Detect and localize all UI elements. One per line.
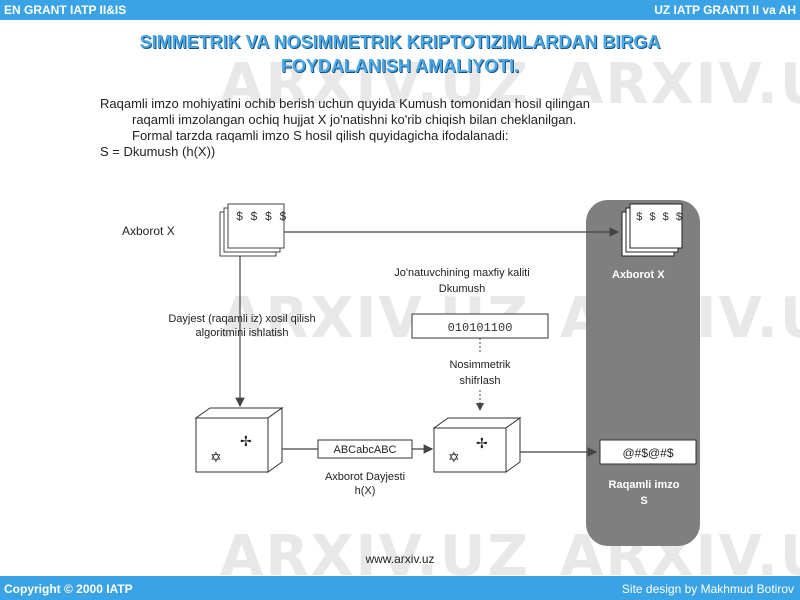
axborot-label-left: Axborot X xyxy=(122,224,175,238)
receiver-panel xyxy=(586,200,700,546)
sender-key-line-1: Jo'natuvchining maxfiy kaliti xyxy=(394,267,529,279)
site-url: www.arxiv.uz xyxy=(365,552,435,566)
document-stack-left: $ $ $ $ xyxy=(219,203,286,257)
key-bits-box xyxy=(411,313,549,339)
cross-icon: ✢ xyxy=(476,435,488,451)
design-credit: Site design by Makhmud Botirov xyxy=(621,582,794,596)
digest-value: ABCabcABC xyxy=(334,444,397,456)
header-right: UZ IATP GRANTI II va AH xyxy=(654,3,796,17)
star-icon: ✡ xyxy=(448,449,460,465)
signature-label-line-1: Raqamli imzo xyxy=(609,479,680,491)
hash-function-box: ✡ ✢ xyxy=(194,407,284,473)
signature-box xyxy=(599,439,697,465)
title-line-1: SIMMETRIK VA NOSIMMETRIK KRIPTOTIZIMLARD… xyxy=(139,32,661,52)
nosim-line-1: Nosimmetrik xyxy=(449,359,511,371)
key-bits-value: 010101100 xyxy=(448,321,513,335)
digest-label-line-1: Axborot Dayjesti xyxy=(325,471,405,483)
slide-title: SIMMETRIK VA NOSIMMETRIK KRIPTOTIZIMLARD… xyxy=(20,30,780,78)
hash-algo-line-2: algoritmini ishlatish xyxy=(196,327,289,339)
axborot-label-right: Axborot X xyxy=(612,269,665,281)
sender-key-line-2: Dkumush xyxy=(439,283,485,295)
nosim-line-2: shifrlash xyxy=(460,375,501,387)
document-glyphs-left: $ $ $ $ xyxy=(236,210,286,224)
body-line-2: raqamli imzolangan ochiq hujjat X jo'nat… xyxy=(132,112,577,127)
cross-icon: ✢ xyxy=(240,433,252,449)
star-icon: ✡ xyxy=(210,449,222,465)
body-formula: S = Dkumush (h(X)) xyxy=(100,144,216,159)
title-line-2: FOYDALANISH AMALIYOTI. xyxy=(280,56,520,76)
signature-value: @#$@#$ xyxy=(622,446,673,460)
header-left: EN GRANT IATP II&IS xyxy=(4,3,127,17)
signature-label-line-2: S xyxy=(640,495,647,507)
body-paragraph: Raqamli imzo mohiyatini ochib berish uch… xyxy=(100,96,740,160)
body-line-1: Raqamli imzo mohiyatini ochib berish uch… xyxy=(100,96,590,111)
bottom-banner: Copyright © 2000 IATP Site design by Mak… xyxy=(0,576,800,600)
top-banner: EN GRANT IATP II&IS UZ IATP GRANTI II va… xyxy=(0,0,800,20)
document-glyphs-right: $ $ $ $ xyxy=(636,212,683,224)
encryption-box: ✡ ✢ xyxy=(432,417,522,473)
body-line-3: Formal tarzda raqamli imzo S hosil qilis… xyxy=(132,128,509,143)
document-stack-right: $ $ $ $ xyxy=(621,203,683,257)
copyright-text: Copyright © 2000 IATP xyxy=(4,582,133,596)
hash-algo-line-1: Dayjest (raqamli iz) xosil qilish xyxy=(168,313,315,325)
digest-label-line-2: h(X) xyxy=(355,485,376,497)
